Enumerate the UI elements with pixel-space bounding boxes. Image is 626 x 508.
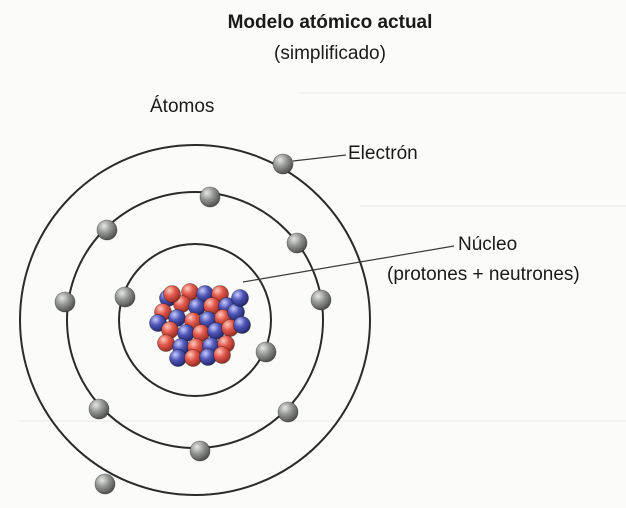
electron bbox=[199, 186, 221, 208]
electron bbox=[88, 398, 110, 420]
proton bbox=[213, 346, 231, 364]
electron bbox=[272, 153, 294, 175]
electrons bbox=[54, 153, 332, 495]
nucleus-leader-line bbox=[242, 245, 455, 283]
electron bbox=[255, 341, 277, 363]
proton bbox=[184, 349, 202, 367]
electron-leader-line bbox=[292, 154, 347, 162]
electron bbox=[114, 286, 136, 308]
electron-label: Electrón bbox=[348, 143, 418, 164]
leader-lines bbox=[242, 154, 455, 283]
nucleus-label: Núcleo bbox=[458, 234, 518, 255]
nucleus bbox=[149, 283, 251, 367]
electron bbox=[94, 473, 116, 495]
electron bbox=[286, 232, 308, 254]
neutron bbox=[169, 349, 187, 367]
diagram-subtitle: (simplificado) bbox=[274, 43, 386, 64]
electron bbox=[277, 401, 299, 423]
outer-orbit bbox=[19, 144, 371, 496]
neutron bbox=[233, 316, 251, 334]
atoms-label: Átomos bbox=[150, 96, 215, 117]
electron bbox=[310, 289, 332, 311]
nucleus-detail-label: (protones + neutrones) bbox=[387, 264, 580, 285]
electron bbox=[189, 440, 211, 462]
proton bbox=[157, 334, 175, 352]
diagram-title: Modelo atómico actual bbox=[227, 12, 433, 33]
inner-orbit bbox=[118, 243, 272, 397]
electron bbox=[54, 291, 76, 313]
scan-artifact bbox=[20, 420, 626, 422]
neutron bbox=[231, 289, 249, 307]
scan-artifact bbox=[360, 205, 626, 207]
proton bbox=[163, 285, 181, 303]
scan-artifact bbox=[300, 92, 626, 94]
electron bbox=[96, 219, 118, 241]
